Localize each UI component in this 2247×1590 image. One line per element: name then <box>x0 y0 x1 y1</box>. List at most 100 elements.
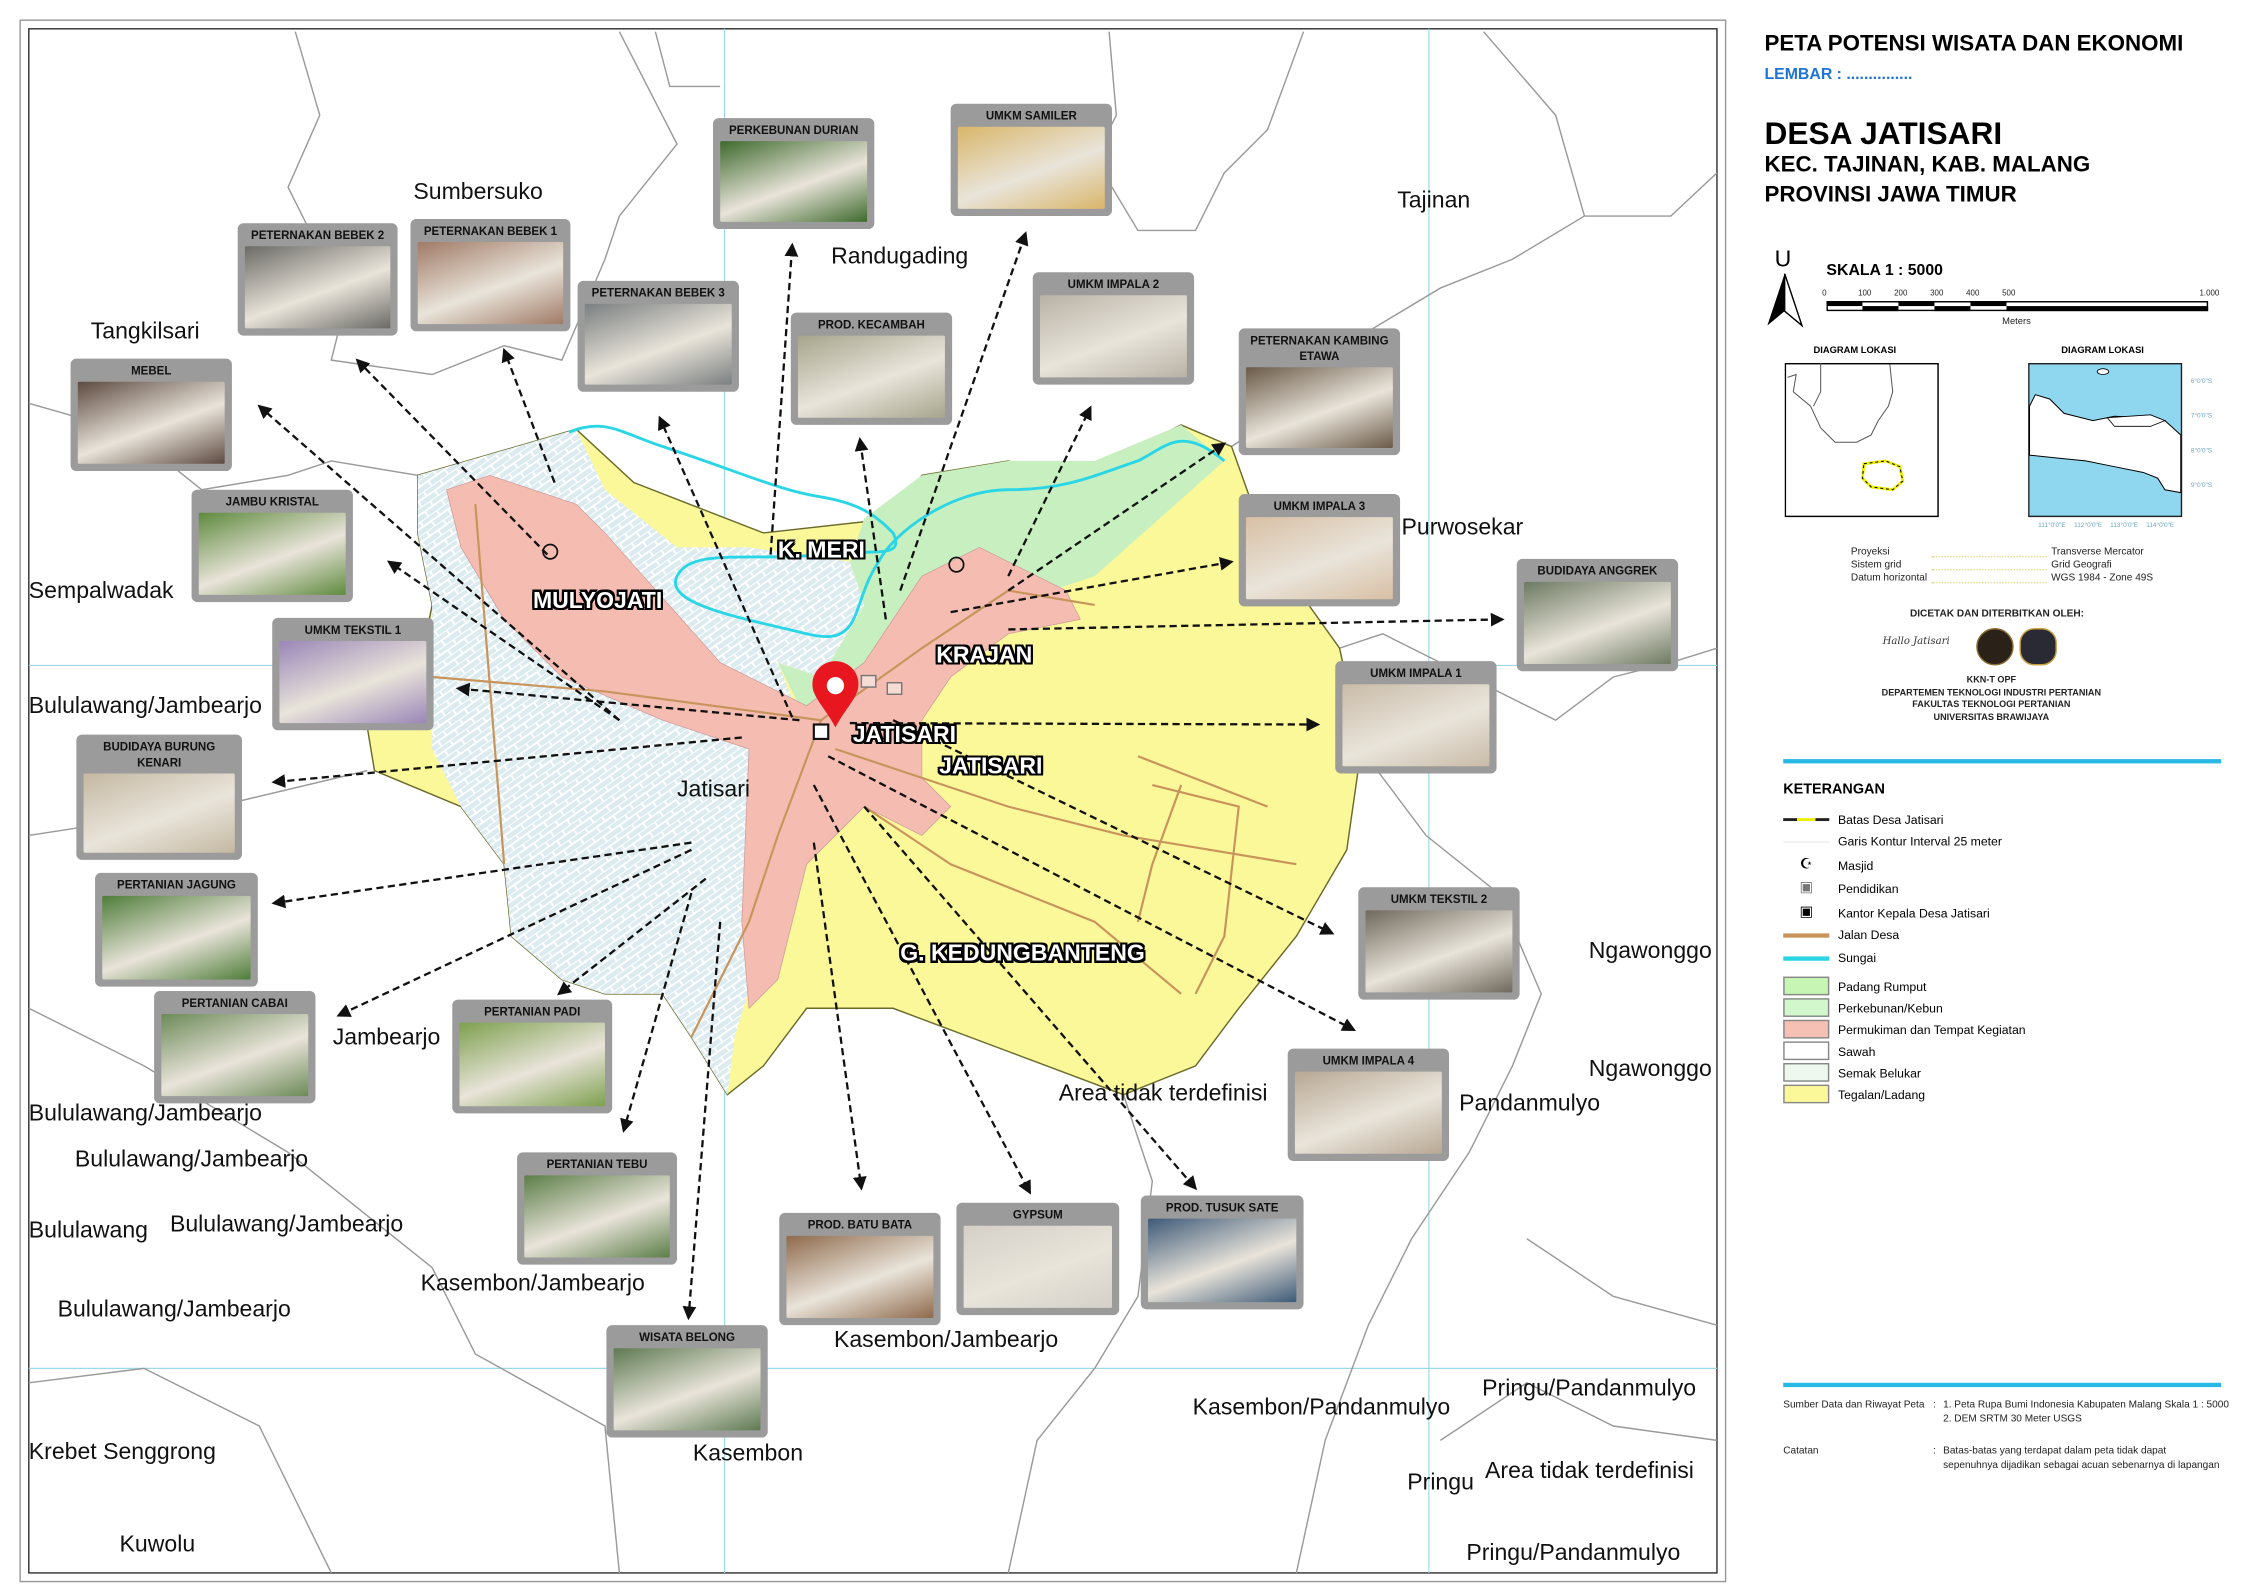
potential-card[interactable]: WISATA BELONG <box>606 1325 768 1438</box>
place-name: Bululawang/Jambearjo <box>74 1147 309 1173</box>
legend-item: Garis Kontur Interval 25 meter <box>1783 834 2002 848</box>
legend-label: Padang Rumput <box>1837 978 1927 994</box>
legend-label: Pendidikan <box>1837 880 1899 896</box>
dashed-arrow <box>892 719 1335 935</box>
potential-card[interactable]: PERTANIAN PADI <box>452 999 613 1114</box>
potential-card[interactable]: BUDIDAYA BURUNG KENARI <box>76 734 242 860</box>
card-photo <box>957 126 1105 209</box>
publisher-line: FAKULTAS TEKNOLOGI PERTANIAN <box>1912 700 2071 711</box>
north-arrow-icon <box>1767 273 1804 328</box>
legend-item: ▣Pendidikan <box>1783 877 1898 899</box>
note-line: sepenuhnya dijadikan sebagai acuan seben… <box>1943 1460 2220 1471</box>
village-label: MULYOJATI <box>532 589 663 614</box>
permukiman-area <box>446 474 1081 1010</box>
legend-label: Kantor Kepala Desa Jatisari <box>1837 905 1990 920</box>
dashed-arrow <box>271 841 692 909</box>
card-title: PETERNAKAN BEBEK 3 <box>591 286 725 300</box>
card-photo <box>1365 910 1513 993</box>
potential-card[interactable]: UMKM IMPALA 1 <box>1335 661 1497 774</box>
potential-card[interactable]: JAMBU KRISTAL <box>191 489 353 603</box>
note-label: Catatan <box>1783 1446 1819 1457</box>
card-photo <box>417 241 564 325</box>
card-title: PERTANIAN PADI <box>484 1005 581 1019</box>
place-name: Area tidak terdefinisi <box>1485 1459 1694 1484</box>
legend-swatch <box>1783 1041 1830 1061</box>
scale-bar <box>1826 301 2209 312</box>
card-title: PERKEBUNAN DURIAN <box>728 123 859 137</box>
potential-card[interactable]: PROD. BATU BATA <box>779 1212 941 1326</box>
card-photo <box>963 1225 1112 1308</box>
card-title: PROD. TUSUK SATE <box>1165 1201 1279 1215</box>
potential-card[interactable]: UMKM TEKSTIL 1 <box>272 617 434 731</box>
dashed-arrow <box>950 556 1234 614</box>
province-title: PROVINSI JAWA TIMUR <box>1764 182 2017 208</box>
legend-label: Permukiman dan Tempat Kegiatan <box>1837 1021 2026 1037</box>
card-title: UMKM TEKSTIL 2 <box>1390 893 1488 907</box>
projection-label: Datum horizontal <box>1850 573 1928 584</box>
north-label: U <box>1774 247 1792 273</box>
place-name: Randugading <box>831 244 969 270</box>
legend-item: Tegalan/Ladang <box>1783 1084 1925 1104</box>
potential-card[interactable]: PROD. KECAMBAH <box>790 312 953 425</box>
potential-card[interactable]: UMKM IMPALA 4 <box>1287 1048 1450 1161</box>
card-photo <box>1245 517 1393 600</box>
place-name: Bululawang <box>28 1218 148 1244</box>
potential-card[interactable]: PETERNAKAN BEBEK 2 <box>237 223 398 336</box>
contour-line <box>1783 840 1830 842</box>
lat-tick: 7°0'0"S <box>2190 411 2213 420</box>
district-title: KEC. TAJINAN, KAB. MALANG <box>1764 152 2091 178</box>
potential-card[interactable]: PERTANIAN TEBU <box>517 1152 677 1265</box>
publisher-line: UNIVERSITAS BRAWIJAYA <box>1933 712 2050 723</box>
legend-label: Perkebunan/Kebun <box>1837 1000 1943 1015</box>
potential-card[interactable]: UMKM IMPALA 2 <box>1032 272 1195 385</box>
legend-item: Jalan Desa <box>1783 928 1899 942</box>
legend-item: ☪Masjid <box>1783 854 1874 876</box>
potential-card[interactable]: PROD. TUSUK SATE <box>1140 1195 1304 1310</box>
potential-card[interactable]: PERTANIAN JAGUNG <box>95 872 258 987</box>
potential-card[interactable]: BUDIDAYA ANGGREK <box>1516 558 1679 672</box>
card-photo <box>1342 684 1490 767</box>
card-photo <box>720 141 868 222</box>
dashed-arrow <box>863 805 1198 1191</box>
dashed-arrow <box>501 347 556 483</box>
village-title: DESA JATISARI <box>1764 115 2003 152</box>
card-photo <box>1523 581 1671 665</box>
place-name: Krebet Senggrong <box>28 1440 216 1465</box>
potential-card[interactable]: PETERNAKAN BEBEK 1 <box>410 218 571 332</box>
potential-card[interactable]: PERKEBUNAN DURIAN <box>712 118 875 230</box>
potential-card[interactable]: PERTANIAN CABAI <box>154 990 316 1104</box>
scale-tick: 200 <box>1894 289 1908 299</box>
office-icon <box>812 723 830 741</box>
map-title: PETA POTENSI WISATA DAN EKONOMI <box>1764 31 2184 57</box>
potential-card[interactable]: GYPSUM <box>956 1202 1120 1316</box>
card-photo <box>1039 295 1187 378</box>
education-icon <box>860 674 877 688</box>
potential-card[interactable]: PETERNAKAN BEBEK 3 <box>577 280 739 392</box>
lat-tick: 8°0'0"S <box>2190 446 2213 454</box>
river <box>568 424 1226 638</box>
legend-label: Masjid <box>1837 857 1874 873</box>
lon-tick: 114°0'0"E <box>2146 521 2175 529</box>
legend-item: Permukiman dan Tempat Kegiatan <box>1783 1019 2026 1039</box>
potential-card[interactable]: MEBEL <box>70 358 232 472</box>
dashed-arrow <box>812 842 867 1191</box>
place-name: Kasembon <box>692 1441 804 1467</box>
potential-card[interactable]: UMKM IMPALA 3 <box>1238 494 1401 607</box>
scale-tick: 1.000 <box>2199 289 2220 299</box>
publisher-line: KKN-T OPF <box>1966 675 2017 686</box>
place-name: Jatisari <box>676 777 750 803</box>
legend-swatch <box>1783 1084 1830 1104</box>
projection-label: Proyeksi <box>1850 547 1890 558</box>
scale-tick: 400 <box>1966 289 1980 299</box>
card-title: BUDIDAYA BURUNG KENARI <box>103 740 216 770</box>
legend-item: Padang Rumput <box>1783 976 1927 996</box>
place-name: Ngawonggo <box>1588 939 1712 964</box>
office-icon: ▣ <box>1799 904 1814 921</box>
potential-card[interactable]: PETERNAKAN KAMBING ETAWA <box>1238 328 1401 456</box>
location-diagram-java <box>2028 362 2183 518</box>
village-label: KRAJAN <box>936 643 1033 669</box>
potential-card[interactable]: UMKM SAMILER <box>950 103 1112 217</box>
potential-card[interactable]: UMKM TEKSTIL 2 <box>1358 887 1520 1000</box>
village-label: JATISARI <box>852 723 957 748</box>
lat-tick: 9°0'0"S <box>2190 481 2213 489</box>
